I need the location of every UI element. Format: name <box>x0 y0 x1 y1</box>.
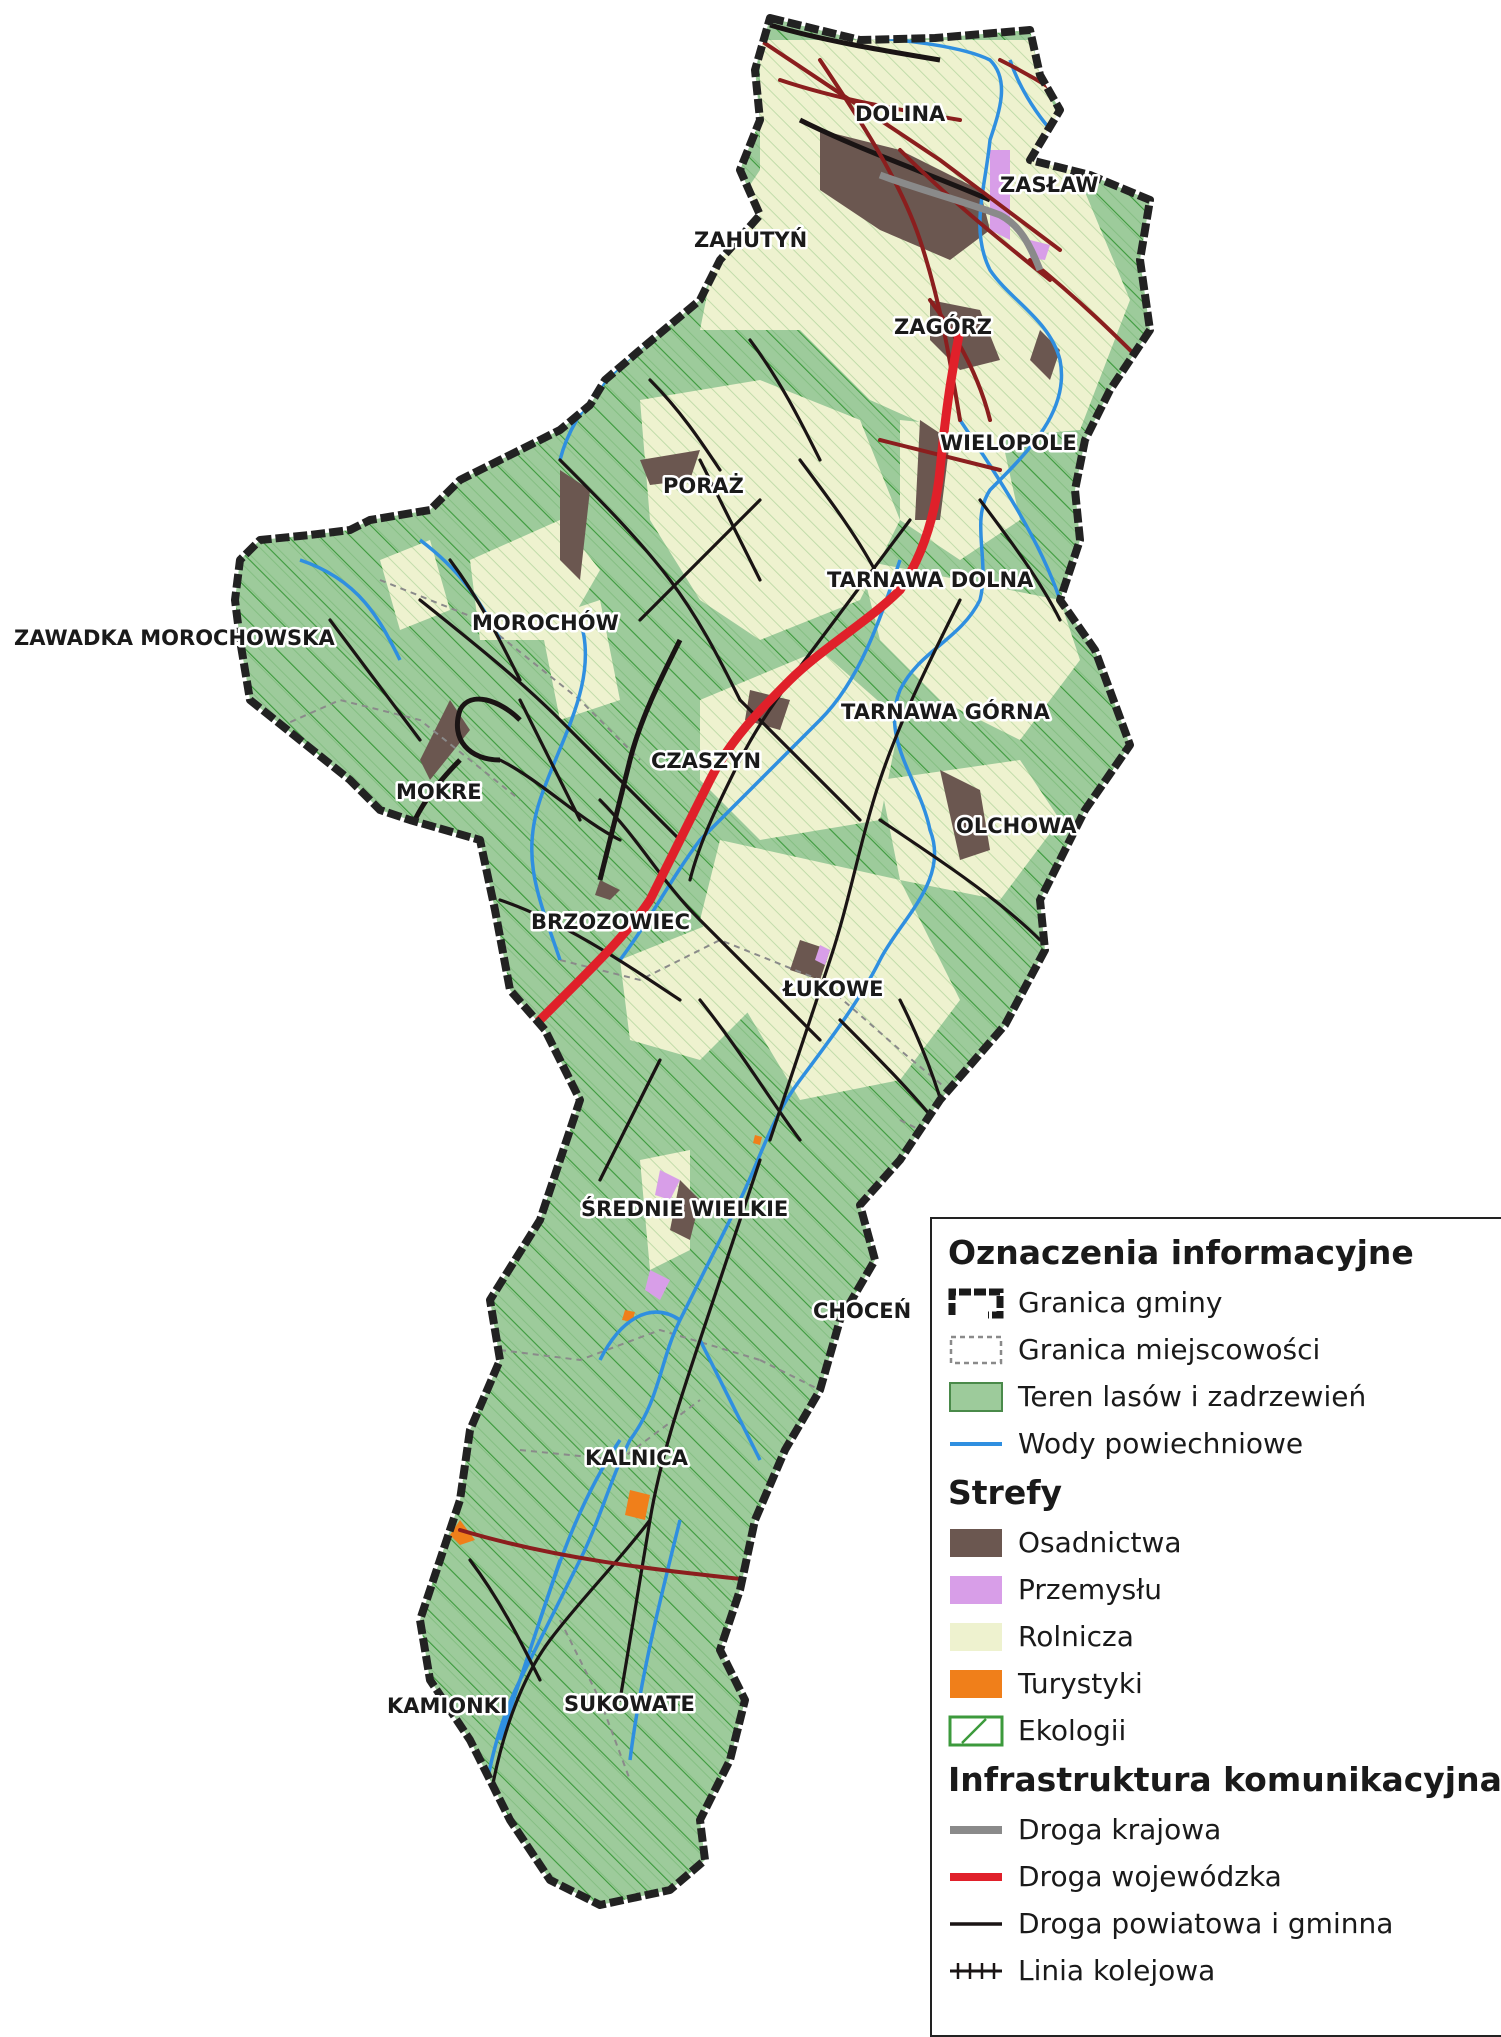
legend-label-surface-water: Wody powiechniowe <box>1018 1427 1304 1460</box>
legend-heading-information: Oznaczenia informacyjne <box>948 1233 1414 1272</box>
voivodeship-road <box>520 325 965 1040</box>
legend-heading-zones: Strefy <box>948 1473 1063 1512</box>
agricultural-zone-icon <box>950 1622 1002 1651</box>
place-label-brzozowiec: BRZOZOWIEC <box>531 910 690 934</box>
ecology-zone-icon <box>948 1715 1004 1746</box>
legend-item-railway: Linia kolejowa <box>948 1947 1501 1994</box>
place-label-tarnawa-gorna: TARNAWA GÓRNA <box>841 699 1051 724</box>
place-label-zaslaw: ZASŁAW <box>1000 173 1099 197</box>
legend-item-locality-boundary: Granica miejscowości <box>948 1326 1501 1373</box>
place-label-olchowa: OLCHOWA <box>956 814 1077 838</box>
legend-label-national-road: Droga krajowa <box>1018 1813 1222 1846</box>
legend-label-municipal-boundary: Granica gminy <box>1018 1286 1223 1319</box>
place-label-lukowe: ŁUKOWE <box>782 977 883 1001</box>
legend-label-settlement: Osadnictwa <box>1018 1526 1182 1559</box>
legend-item-forest: Teren lasów i zadrzewień <box>948 1373 1501 1420</box>
national-road <box>878 171 1044 272</box>
legend-label-county-road: Droga powiatowa i gminna <box>1018 1907 1394 1940</box>
industry-zones <box>645 150 1050 1300</box>
legend-label-railway: Linia kolejowa <box>1018 1954 1216 1987</box>
tourism-zone-icon <box>950 1669 1002 1698</box>
place-label-sukowate: SUKOWATE <box>564 1692 695 1716</box>
voivodeship-road-icon <box>950 1872 1002 1881</box>
national-road-icon <box>950 1825 1002 1834</box>
place-label-wielopole: WIELOPOLE <box>940 431 1077 455</box>
locality-boundary-icon <box>949 1335 1003 1364</box>
legend-item-county-road: Droga powiatowa i gminna <box>948 1900 1501 1947</box>
legend-item-surface-water: Wody powiechniowe <box>948 1420 1501 1467</box>
municipal-boundary-icon <box>948 1288 1004 1318</box>
county-road-icon <box>950 1921 1002 1926</box>
settlement-zone-icon <box>950 1528 1002 1557</box>
legend-heading-infrastructure: Infrastruktura komunikacyjna <box>948 1760 1501 1799</box>
place-label-srednie-wielkie: ŚREDNIE WIELKIE <box>581 1196 788 1221</box>
place-label-tarnawa-dolna: TARNAWA DOLNA <box>827 568 1034 592</box>
legend-item-settlement: Osadnictwa <box>948 1519 1501 1566</box>
place-label-poraz: PORAŻ <box>663 473 744 498</box>
railway-line-icon <box>950 1962 1002 1979</box>
legend-label-agricultural: Rolnicza <box>1018 1620 1134 1653</box>
place-label-kamionki: KAMIONKI <box>387 1694 508 1718</box>
place-labels: DOLINA ZASŁAW ZAHUTYŃ ZAGÓRZ WIELOPOLE P… <box>12 100 1102 1721</box>
place-label-dolina: DOLINA <box>855 102 946 126</box>
legend-item-industry: Przemysłu <box>948 1566 1501 1613</box>
place-label-czaszyn: CZASZYN <box>651 749 761 773</box>
legend-item-tourism: Turystyki <box>948 1660 1501 1707</box>
map-legend: Oznaczenia informacyjne Granica gminy Gr… <box>930 1217 1501 2037</box>
legend-item-national-road: Droga krajowa <box>948 1806 1501 1853</box>
municipal-boundary <box>231 14 1154 1909</box>
place-label-morochow: MOROCHÓW <box>472 610 619 635</box>
legend-label-tourism: Turystyki <box>1018 1667 1143 1700</box>
place-label-chocen: CHOCEŃ <box>813 1298 911 1323</box>
legend-label-locality-boundary: Granica miejscowości <box>1018 1333 1321 1366</box>
place-label-zagorz: ZAGÓRZ <box>894 314 992 339</box>
legend-label-voivodeship-road: Droga wojewódzka <box>1018 1860 1282 1893</box>
surface-water-icon <box>950 1441 1002 1446</box>
legend-item-agricultural: Rolnicza <box>948 1613 1501 1660</box>
place-label-kalnica: KALNICA <box>585 1446 689 1470</box>
local-roads <box>328 338 1062 1802</box>
legend-label-forest: Teren lasów i zadrzewień <box>1018 1380 1367 1413</box>
legend-item-voivodeship-road: Droga wojewódzka <box>948 1853 1501 1900</box>
legend-item-ecology: Ekologii <box>948 1707 1501 1754</box>
legend-label-ecology: Ekologii <box>1018 1714 1127 1747</box>
place-label-mokre: MOKRE <box>396 780 482 804</box>
legend-label-industry: Przemysłu <box>1018 1573 1162 1606</box>
legend-item-municipal-boundary: Granica gminy <box>948 1279 1501 1326</box>
forest-area-icon <box>949 1381 1003 1412</box>
place-label-zahutyn: ZAHUTYŃ <box>694 227 807 252</box>
industry-zone-icon <box>950 1575 1002 1604</box>
place-label-zawadka: ZAWADKA MOROCHOWSKA <box>14 626 335 650</box>
